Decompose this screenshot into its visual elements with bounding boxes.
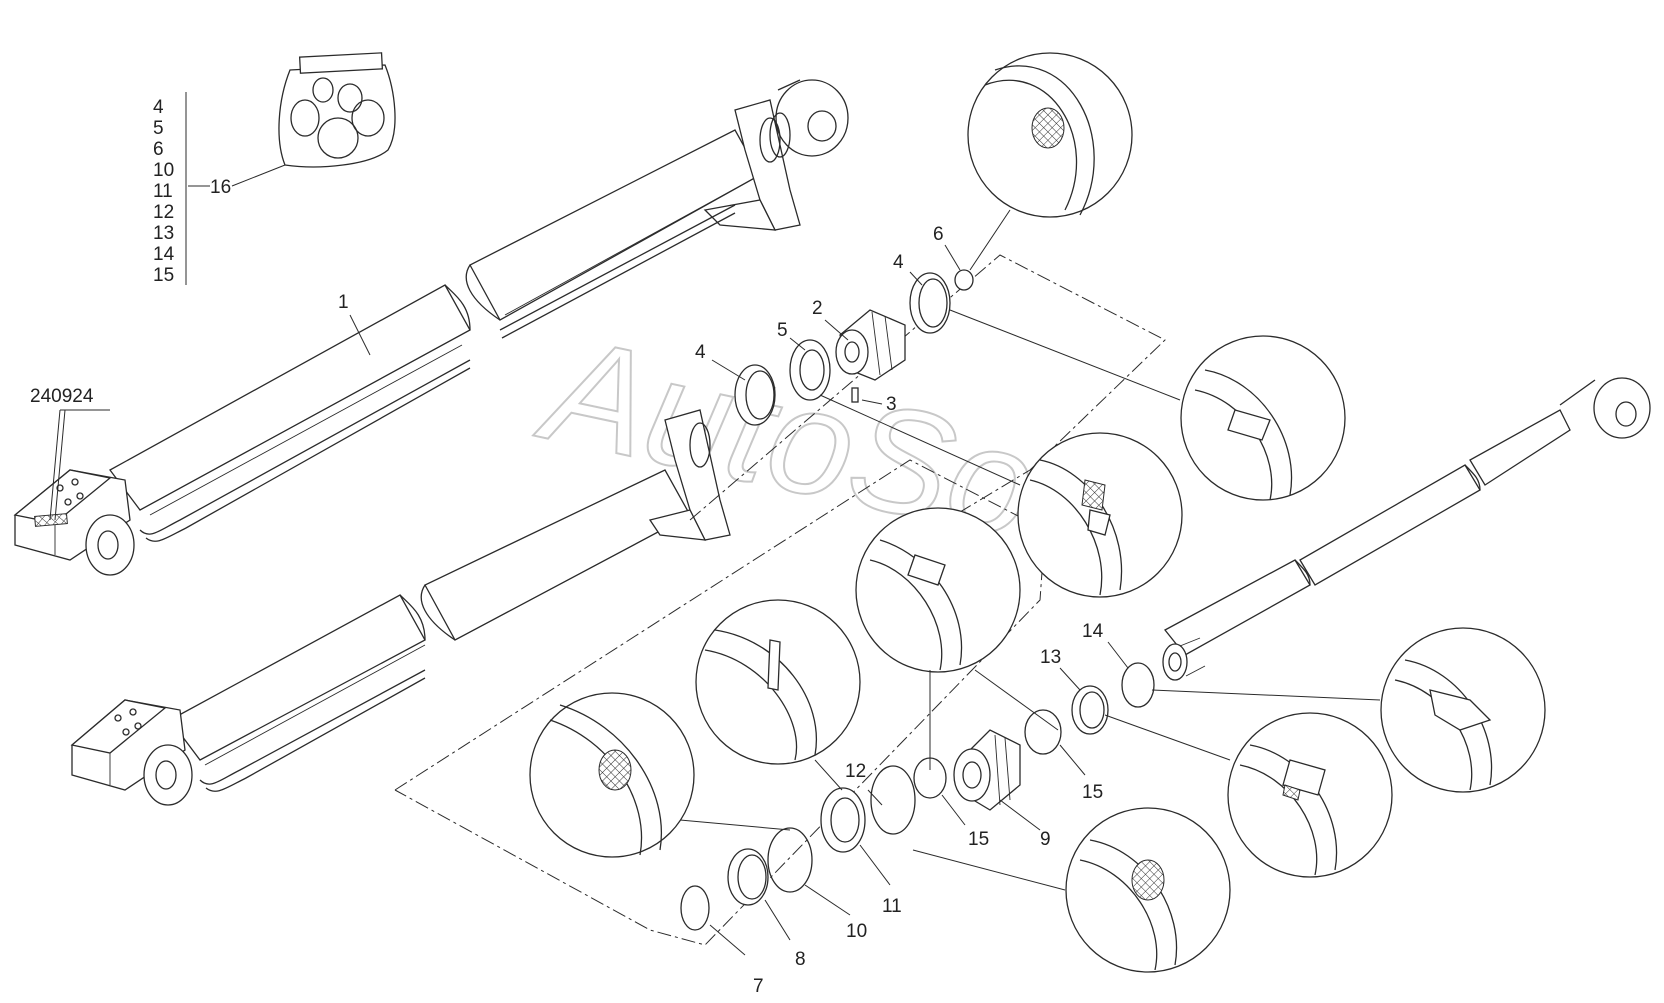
callout-15-right: 15 <box>1082 782 1103 803</box>
detail-circle-14 <box>1380 627 1546 793</box>
exploded-view-boundary-upper <box>689 254 1166 531</box>
kit-item-2: 6 <box>153 139 164 160</box>
callout-10: 10 <box>846 921 867 942</box>
callout-7: 7 <box>753 976 764 997</box>
detail-circle-13 <box>1227 712 1393 878</box>
callout-11: 11 <box>882 896 902 917</box>
callout-9: 9 <box>1040 829 1051 850</box>
callout-1: 1 <box>338 292 349 313</box>
cylinder-barrel-lower <box>70 409 731 806</box>
detail-circle-11 <box>695 599 861 765</box>
detail-circle-12 <box>1065 807 1231 973</box>
callout-15-mid: 15 <box>968 829 989 850</box>
kit-item-8: 15 <box>153 265 174 286</box>
exploded-view-boundary-lower <box>394 459 1046 946</box>
kit-item-5: 12 <box>153 202 174 223</box>
kit-item-6: 13 <box>153 223 174 244</box>
kit-item-3: 10 <box>153 160 174 181</box>
kit-item-7: 14 <box>153 244 175 265</box>
leader-lines <box>49 92 1381 956</box>
callout-8: 8 <box>795 949 806 970</box>
kit-item-1: 5 <box>153 118 164 139</box>
kit-component-list: 4 5 6 10 11 12 13 14 15 <box>153 97 175 286</box>
detail-circle-15-upper <box>855 507 1021 673</box>
reference-number: 240924 <box>30 386 94 407</box>
callout-2: 2 <box>812 298 823 319</box>
kit-callout-16: 16 <box>210 177 231 198</box>
callout-6: 6 <box>933 224 944 245</box>
callout-3: 3 <box>886 394 897 415</box>
seal-kit-bag <box>278 52 396 168</box>
cylinder-barrel-upper <box>13 79 849 576</box>
kit-item-0: 4 <box>153 97 164 118</box>
detail-circle-4-upper <box>1180 335 1346 501</box>
detail-circle-10 <box>529 692 695 858</box>
callout-4-upper: 4 <box>893 252 904 273</box>
callout-14: 14 <box>1082 621 1104 642</box>
piston-rod <box>1162 377 1651 681</box>
callout-13: 13 <box>1040 647 1061 668</box>
exploded-parts-lower <box>680 662 1155 931</box>
callout-5: 5 <box>777 320 788 341</box>
callout-4-lower: 4 <box>695 342 706 363</box>
kit-item-4: 11 <box>153 181 173 202</box>
detail-circle-6 <box>967 52 1133 218</box>
detail-circle-5 <box>1017 432 1183 598</box>
callout-labels: 16 240924 1 2 3 4 4 5 6 7 8 9 10 11 12 1… <box>30 177 1104 997</box>
callout-12: 12 <box>845 761 866 782</box>
